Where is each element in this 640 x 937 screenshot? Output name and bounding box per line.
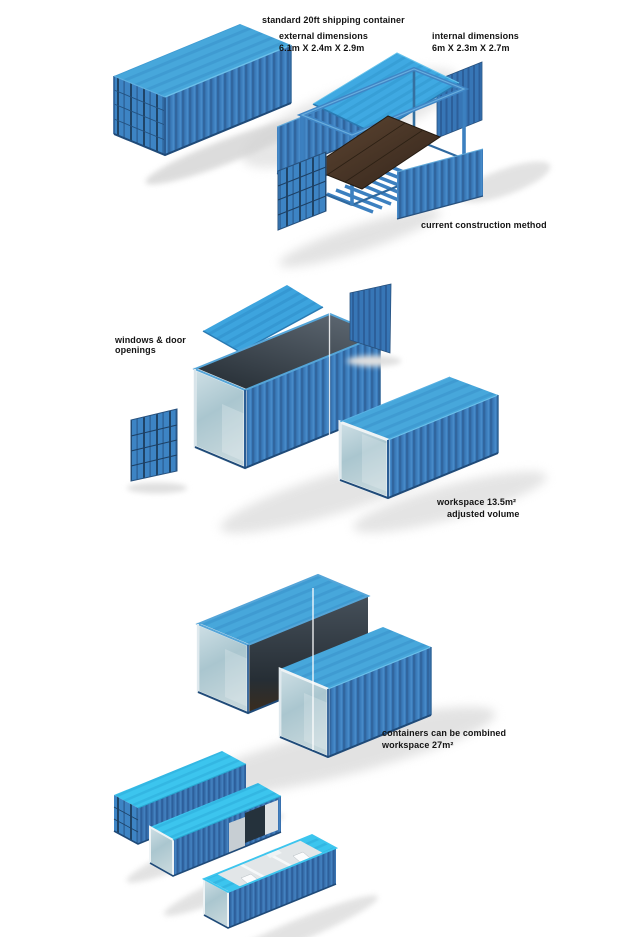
bottom-edge [203, 883, 337, 929]
combined-caption-line2: workspace 27m² [382, 740, 454, 750]
glass-sheen [222, 404, 245, 462]
workspace-caption-line2: adjusted volume [447, 509, 520, 519]
glass-sheen [304, 693, 328, 751]
open-plan-variant-container [201, 834, 339, 930]
roof-cap [204, 874, 241, 892]
roof-panel-highlight [312, 52, 460, 105]
right-container [278, 627, 432, 759]
container-door-face [114, 795, 138, 844]
shadow [212, 895, 378, 937]
end-glass-panel [195, 369, 245, 468]
roof-rim [137, 763, 247, 809]
glass-sheen [225, 649, 248, 707]
workspace-caption-line1: workspace 13.5m² [437, 497, 517, 507]
panel-edge [396, 148, 484, 173]
shadow [353, 471, 547, 533]
container-side-face [228, 848, 336, 928]
container-side-face [388, 395, 498, 498]
title-label: standard 20ft shipping container [262, 15, 405, 25]
combined-caption-line1: containers can be combined [382, 728, 507, 738]
openings-caption-line2: openings [115, 345, 156, 355]
panel-edge [396, 195, 484, 220]
internal-dims-heading: internal dimensions [432, 31, 519, 41]
container-top-face [114, 24, 291, 97]
door-panel-seams [277, 166, 327, 216]
wood-floor-panel [308, 115, 442, 190]
container-top-face [340, 377, 498, 440]
container-top-face [114, 751, 246, 808]
shadow [145, 119, 305, 185]
container-edges [113, 44, 292, 157]
side-infill-panel [265, 800, 278, 835]
left-container [195, 573, 371, 715]
container-top-face [150, 783, 281, 840]
side-infill-panel [229, 817, 245, 853]
door-seams [113, 89, 166, 141]
shadow [279, 208, 441, 268]
doorway-variant-container [149, 783, 282, 878]
container-top-face [198, 575, 368, 645]
container-edges [339, 376, 499, 500]
floor-plank-lines [326, 122, 424, 183]
top-rim [195, 573, 371, 647]
roof-cap [299, 835, 336, 853]
container-door-face [114, 76, 165, 155]
detached-wall-panel [349, 283, 392, 354]
roof-rim [172, 795, 282, 841]
end-glass-panel [340, 422, 388, 498]
shadow [347, 355, 401, 367]
bottom-edge [149, 831, 282, 877]
openings-container-illustration [127, 283, 460, 534]
container-edges [279, 646, 432, 759]
top-rim [201, 834, 339, 893]
door-seams [113, 806, 139, 833]
container-variants-illustration [113, 751, 378, 937]
exploded-container-illustration [276, 52, 551, 268]
doorway-opening [245, 805, 265, 843]
glass-sheen [362, 434, 388, 492]
open-side-interior [248, 596, 368, 713]
openings-caption-line1: windows & door [115, 335, 186, 345]
external-dims-value: 6.1m X 2.4m X 2.9m [279, 43, 365, 53]
end-glass-panel [198, 624, 248, 713]
external-dims-heading: external dimensions [279, 31, 368, 41]
combined-containers-illustration [184, 573, 496, 798]
container-side-face [245, 335, 380, 468]
interior-floor-plan [204, 835, 336, 892]
container-top-face [280, 627, 431, 689]
door-panel-seams [130, 424, 178, 467]
container-side-face [165, 45, 291, 155]
shadow [127, 482, 187, 494]
open-top-interior [195, 314, 380, 390]
front-wall-panel [397, 149, 483, 219]
end-glass-panel [280, 669, 328, 757]
glass-end-container-illustration [338, 376, 547, 533]
construction-caption: current construction method [421, 220, 547, 230]
internal-dims-value: 6m X 2.3m X 2.7m [432, 43, 510, 53]
container-side-face [328, 647, 431, 757]
floating-roof-panel [203, 285, 323, 352]
